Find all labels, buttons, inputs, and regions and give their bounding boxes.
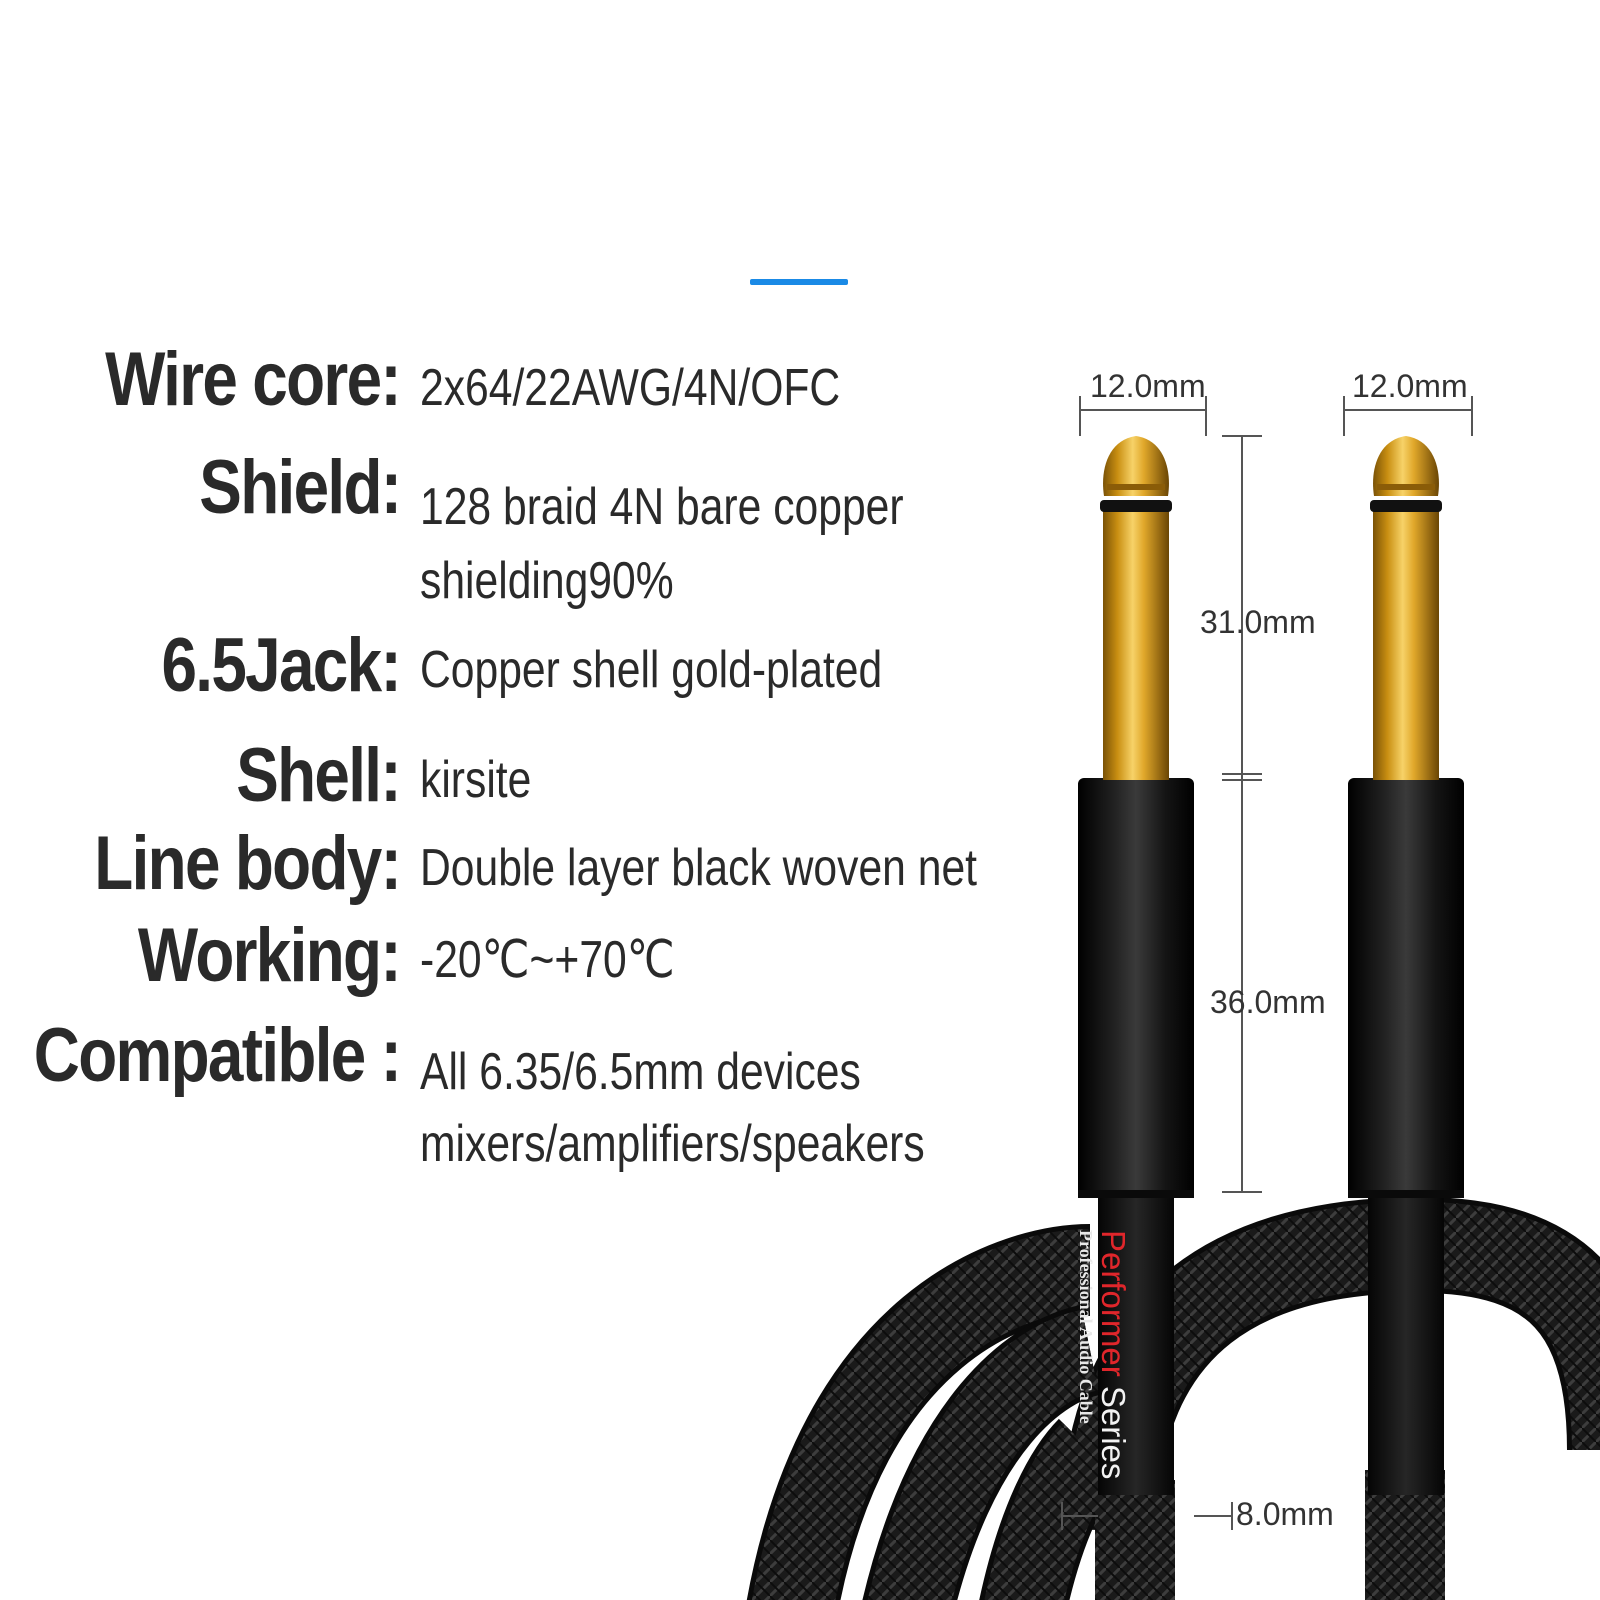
spec-value-jack: Copper shell gold-plated <box>420 640 882 700</box>
dim-label-right-width: 12.0mm <box>1352 368 1468 404</box>
cable-coil <box>746 1196 1600 1600</box>
accent-bar <box>750 279 848 285</box>
dim-label-tip-length: 31.0mm <box>1200 604 1316 640</box>
dim-label-barrel-length: 36.0mm <box>1210 984 1326 1020</box>
left-plug <box>1078 436 1194 1495</box>
spec-value-line: Double layer black woven net <box>420 839 978 897</box>
spec-value-line: Copper shell gold-plated <box>420 641 883 699</box>
spec-value-line: -20℃~+70℃ <box>420 931 675 989</box>
spec-label-jack: 6.5Jack: <box>161 623 401 708</box>
brand-name-part2: Series <box>1095 1376 1132 1480</box>
right-plug <box>1348 436 1464 1495</box>
spec-value-shell: kirsite <box>420 750 531 810</box>
spec-value-line: 128 braid 4N bare copper <box>420 478 904 536</box>
spec-value-compatible: All 6.35/6.5mm devices mixers/amplifiers… <box>420 1036 925 1180</box>
spec-value-working: -20℃~+70℃ <box>420 930 675 990</box>
spec-value-line: 2x64/22AWG/4N/OFC <box>420 359 841 417</box>
spec-label-line-body: Line body: <box>94 821 402 906</box>
spec-value-line-body: Double layer black woven net <box>420 838 977 898</box>
spec-value-line: All 6.35/6.5mm devices <box>420 1043 861 1101</box>
brand-name: Performer Series <box>1095 1230 1132 1480</box>
spec-value-line: kirsite <box>420 751 532 809</box>
spec-value-wire-core: 2x64/22AWG/4N/OFC <box>420 358 840 418</box>
spec-value-line: shielding90% <box>420 552 674 610</box>
spec-value-line: mixers/amplifiers/speakers <box>420 1115 925 1173</box>
spec-label-wire-core: Wire core: <box>105 337 402 422</box>
spec-label-working: Working: <box>137 913 402 998</box>
dimension-lines <box>1061 396 1473 1530</box>
spec-label-compatible: Compatible : <box>33 1013 402 1098</box>
dim-label-cable-diameter: 8.0mm <box>1236 1496 1334 1532</box>
spec-label-shell: Shell: <box>236 733 401 818</box>
spec-value-shield: 128 braid 4N bare copper shielding90% <box>420 470 904 618</box>
spec-label-shield: Shield: <box>198 445 402 530</box>
brand-text: Performer Series Professional Audio Cabl… <box>1076 1230 1132 1480</box>
dim-label-left-width: 12.0mm <box>1090 368 1206 404</box>
brand-name-part1: Performer <box>1095 1230 1132 1377</box>
brand-tagline: Professional Audio Cable <box>1076 1230 1096 1424</box>
